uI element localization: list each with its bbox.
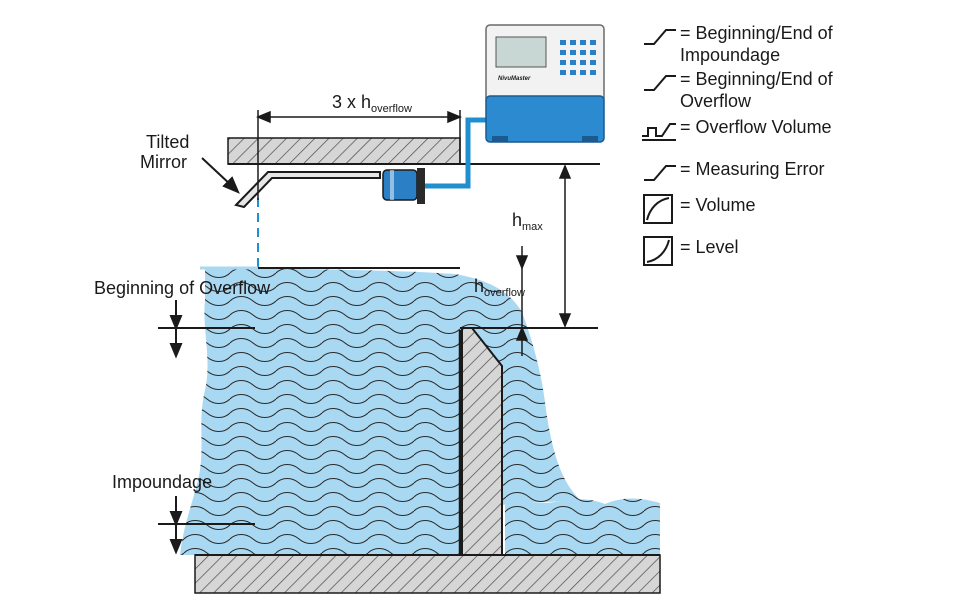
- three-x-h-subscript: overflow: [371, 103, 412, 115]
- legend-text-overflow-volume: = Overflow Volume: [680, 117, 832, 137]
- switch-point-icon: [644, 165, 676, 181]
- ground-floor: [194, 554, 661, 594]
- switch-point-icon: [644, 75, 676, 91]
- impoundage-label: Impoundage: [112, 472, 212, 492]
- svg-text:hmax: hmax: [512, 210, 543, 233]
- overflow-volume-icon: [642, 123, 676, 141]
- beginning-of-overflow-label: Beginning of Overflow: [94, 278, 271, 298]
- tilted-mirror: [228, 163, 381, 209]
- downstream-water: [505, 498, 660, 555]
- sound-beam: [257, 198, 460, 269]
- device-brand-label: NivuMaster: [498, 76, 531, 82]
- tilted-mirror-label-line1: Tilted: [146, 132, 189, 152]
- beginning-of-overflow-marker: [158, 300, 255, 359]
- weir-wall: [458, 327, 503, 556]
- three-times-h-dimension: [256, 110, 462, 200]
- legend-item-overflow-volume: = Overflow Volume: [640, 116, 832, 146]
- svg-text:3 x hoverflow: 3 x hoverflow: [332, 92, 412, 115]
- legend-text-measuring-error: = Measuring Error: [680, 159, 825, 179]
- ultrasonic-sensor: [382, 168, 425, 204]
- h-overflow-dimension: [515, 246, 529, 356]
- legend-text-volume: = Volume: [680, 195, 756, 215]
- legend-item-overflow: = Beginning/End of Overflow: [640, 68, 833, 112]
- legend-item-level: = Level: [640, 236, 739, 266]
- legend-text-level: = Level: [680, 237, 739, 257]
- legend-text-overflow: = Beginning/End of Overflow: [680, 69, 833, 111]
- svg-text:hoverflow: hoverflow: [474, 276, 525, 299]
- controller-device: NivuMaster: [485, 24, 605, 143]
- h-overflow-label: h: [474, 276, 484, 296]
- legend-item-impoundage: = Beginning/End of Impoundage: [640, 22, 833, 66]
- volume-icon: [643, 194, 673, 224]
- level-icon: [643, 236, 673, 266]
- three-x-h-label: 3 x h: [332, 92, 371, 112]
- legend-item-volume: = Volume: [640, 194, 756, 224]
- tilted-mirror-label-line2: Mirror: [140, 152, 187, 172]
- sensor-cable: [425, 117, 492, 189]
- h-max-subscript: max: [522, 221, 543, 233]
- legend-item-measuring-error: = Measuring Error: [640, 158, 825, 188]
- impoundage-marker: [158, 496, 255, 555]
- tilted-mirror-pointer: [201, 157, 240, 194]
- h-overflow-subscript: overflow: [484, 287, 525, 299]
- h-max-dimension: [460, 164, 598, 329]
- switch-point-icon: [644, 29, 676, 45]
- legend-text-impoundage: = Beginning/End of Impoundage: [680, 23, 833, 65]
- h-max-label: h: [512, 210, 522, 230]
- ceiling-slab: [227, 137, 600, 165]
